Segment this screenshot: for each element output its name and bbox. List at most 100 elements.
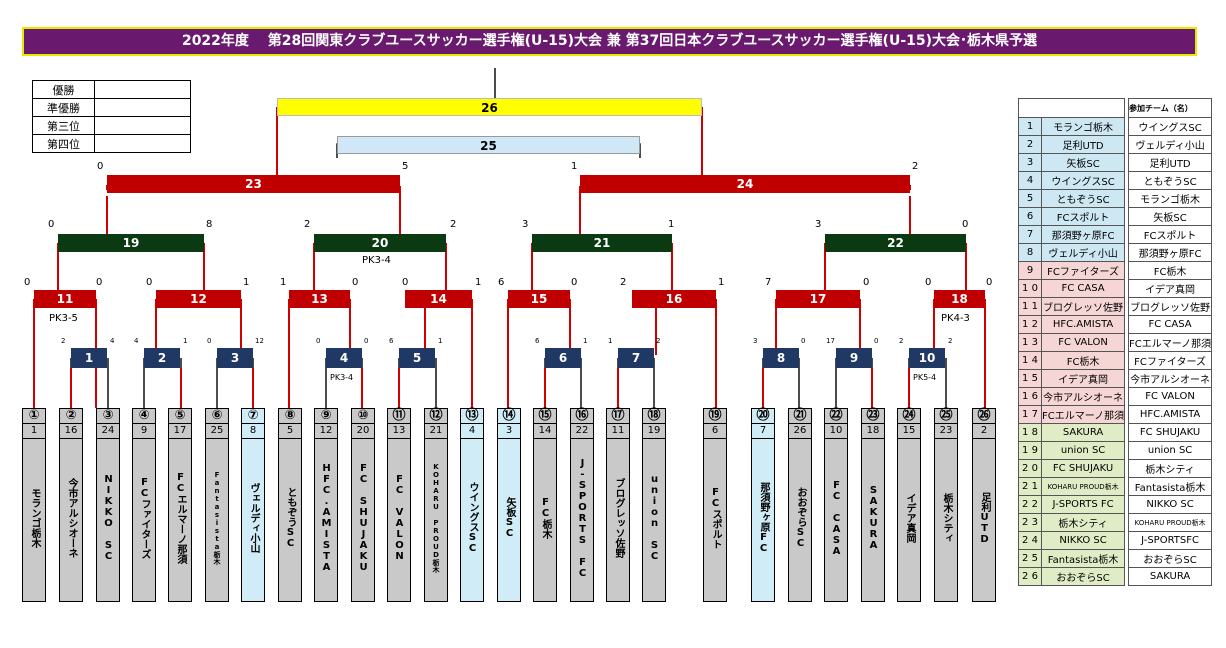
seed-number: 1: [1018, 117, 1042, 136]
participant-row: FCエルマーノ那須: [1127, 333, 1213, 352]
match-11: 11: [34, 290, 96, 308]
score-label: 0: [48, 219, 55, 230]
participant-name: 矢板SC: [1127, 207, 1213, 226]
participant-row: FC栃木: [1127, 261, 1213, 280]
team-number: ㉔: [898, 409, 920, 424]
pk-note: PK3-4: [362, 255, 391, 266]
score-label: 7: [765, 277, 772, 288]
team-number: ④: [133, 409, 155, 424]
participant-row: ウイングスSC: [1127, 117, 1213, 136]
team-number: ⑤: [169, 409, 191, 424]
team-name: ブログレッソ佐野: [613, 478, 624, 558]
seed-number: 5: [1018, 189, 1042, 208]
team-number: ㉓: [862, 409, 884, 424]
score-label: 2: [948, 337, 953, 345]
seed-team-name: イデア真岡: [1040, 369, 1126, 388]
seed-team-name: FC VALON: [1040, 333, 1126, 352]
score-label: 1: [280, 277, 287, 288]
seed-number: 9: [1018, 261, 1042, 280]
match-17: 17: [776, 290, 860, 308]
seed-number: 1 2: [1018, 315, 1042, 334]
team-number: ⑱: [643, 409, 665, 424]
team-seed: 8: [242, 424, 264, 439]
team-name: おおぞらSC: [795, 487, 806, 549]
team-number: ⑰: [607, 409, 629, 424]
seed-number: 3: [1018, 153, 1042, 172]
team-name: 足利UTD: [979, 491, 990, 545]
seed-team-name: ウイングスSC: [1040, 171, 1126, 190]
results-row: 第四位: [32, 134, 191, 153]
match-3: 3: [217, 348, 253, 368]
participant-row: FC CASA: [1127, 315, 1213, 334]
match-9: 9: [836, 348, 872, 368]
score-label: 2: [620, 277, 627, 288]
participant-name: FCエルマーノ那須: [1127, 333, 1213, 352]
participant-name: ブログレッソ佐野: [1127, 297, 1213, 316]
score-label: 1: [475, 277, 482, 288]
team-name: FC SHUJAKU: [358, 463, 369, 573]
participant-name: SAKURA: [1127, 567, 1213, 586]
seed-team-name: 足利UTD: [1040, 135, 1126, 154]
team-seed: 23: [935, 424, 957, 439]
match-19: 19: [58, 234, 204, 252]
team-name: 今市アルシオーネ: [66, 478, 77, 558]
team-name: HFC.AMISTA: [321, 463, 332, 573]
team-seed: 11: [607, 424, 629, 439]
participant-name: FC VALON: [1127, 387, 1213, 406]
results-row: 準優勝: [32, 98, 191, 117]
match-23: 23: [107, 175, 400, 193]
team-seed: 14: [534, 424, 556, 439]
team-seed: 21: [425, 424, 447, 439]
participant-row: FCスポルト: [1127, 225, 1213, 244]
result-label: 第四位: [32, 134, 95, 153]
seed-team-name: 那須野ヶ原FC: [1040, 225, 1126, 244]
team-seed: 10: [825, 424, 847, 439]
seed-number: 2 3: [1018, 513, 1042, 532]
team-number: ㉕: [935, 409, 957, 424]
team-seed: 5: [279, 424, 301, 439]
seed-team-name: ヴェルディ小山: [1040, 243, 1126, 262]
participant-name: FC栃木: [1127, 261, 1213, 280]
participant-name: 那須野ヶ原FC: [1127, 243, 1213, 262]
participant-name: NIKKO SC: [1127, 495, 1213, 514]
participant-name: 足利UTD: [1127, 153, 1213, 172]
team-name: SAKURA: [868, 485, 879, 551]
pk-note: PK4-3: [941, 313, 970, 324]
team-seed: 3: [498, 424, 520, 439]
seed-team-name: モランゴ栃木: [1040, 117, 1126, 136]
team-seed: 12: [315, 424, 337, 439]
match-16: 16: [632, 290, 716, 308]
seed-number: 1 9: [1018, 441, 1042, 460]
team-number: ⑥: [206, 409, 228, 424]
seed-number: 7: [1018, 225, 1042, 244]
score-label: 3: [753, 337, 758, 345]
team-name: J-SPORTS FC: [577, 457, 588, 579]
participant-row: 那須野ヶ原FC: [1127, 243, 1213, 262]
team-seed: 13: [388, 424, 410, 439]
team-seed: 7: [752, 424, 774, 439]
score-label: 0: [352, 277, 359, 288]
seed-team-name: FC CASA: [1040, 279, 1126, 298]
team-seed: 25: [206, 424, 228, 439]
